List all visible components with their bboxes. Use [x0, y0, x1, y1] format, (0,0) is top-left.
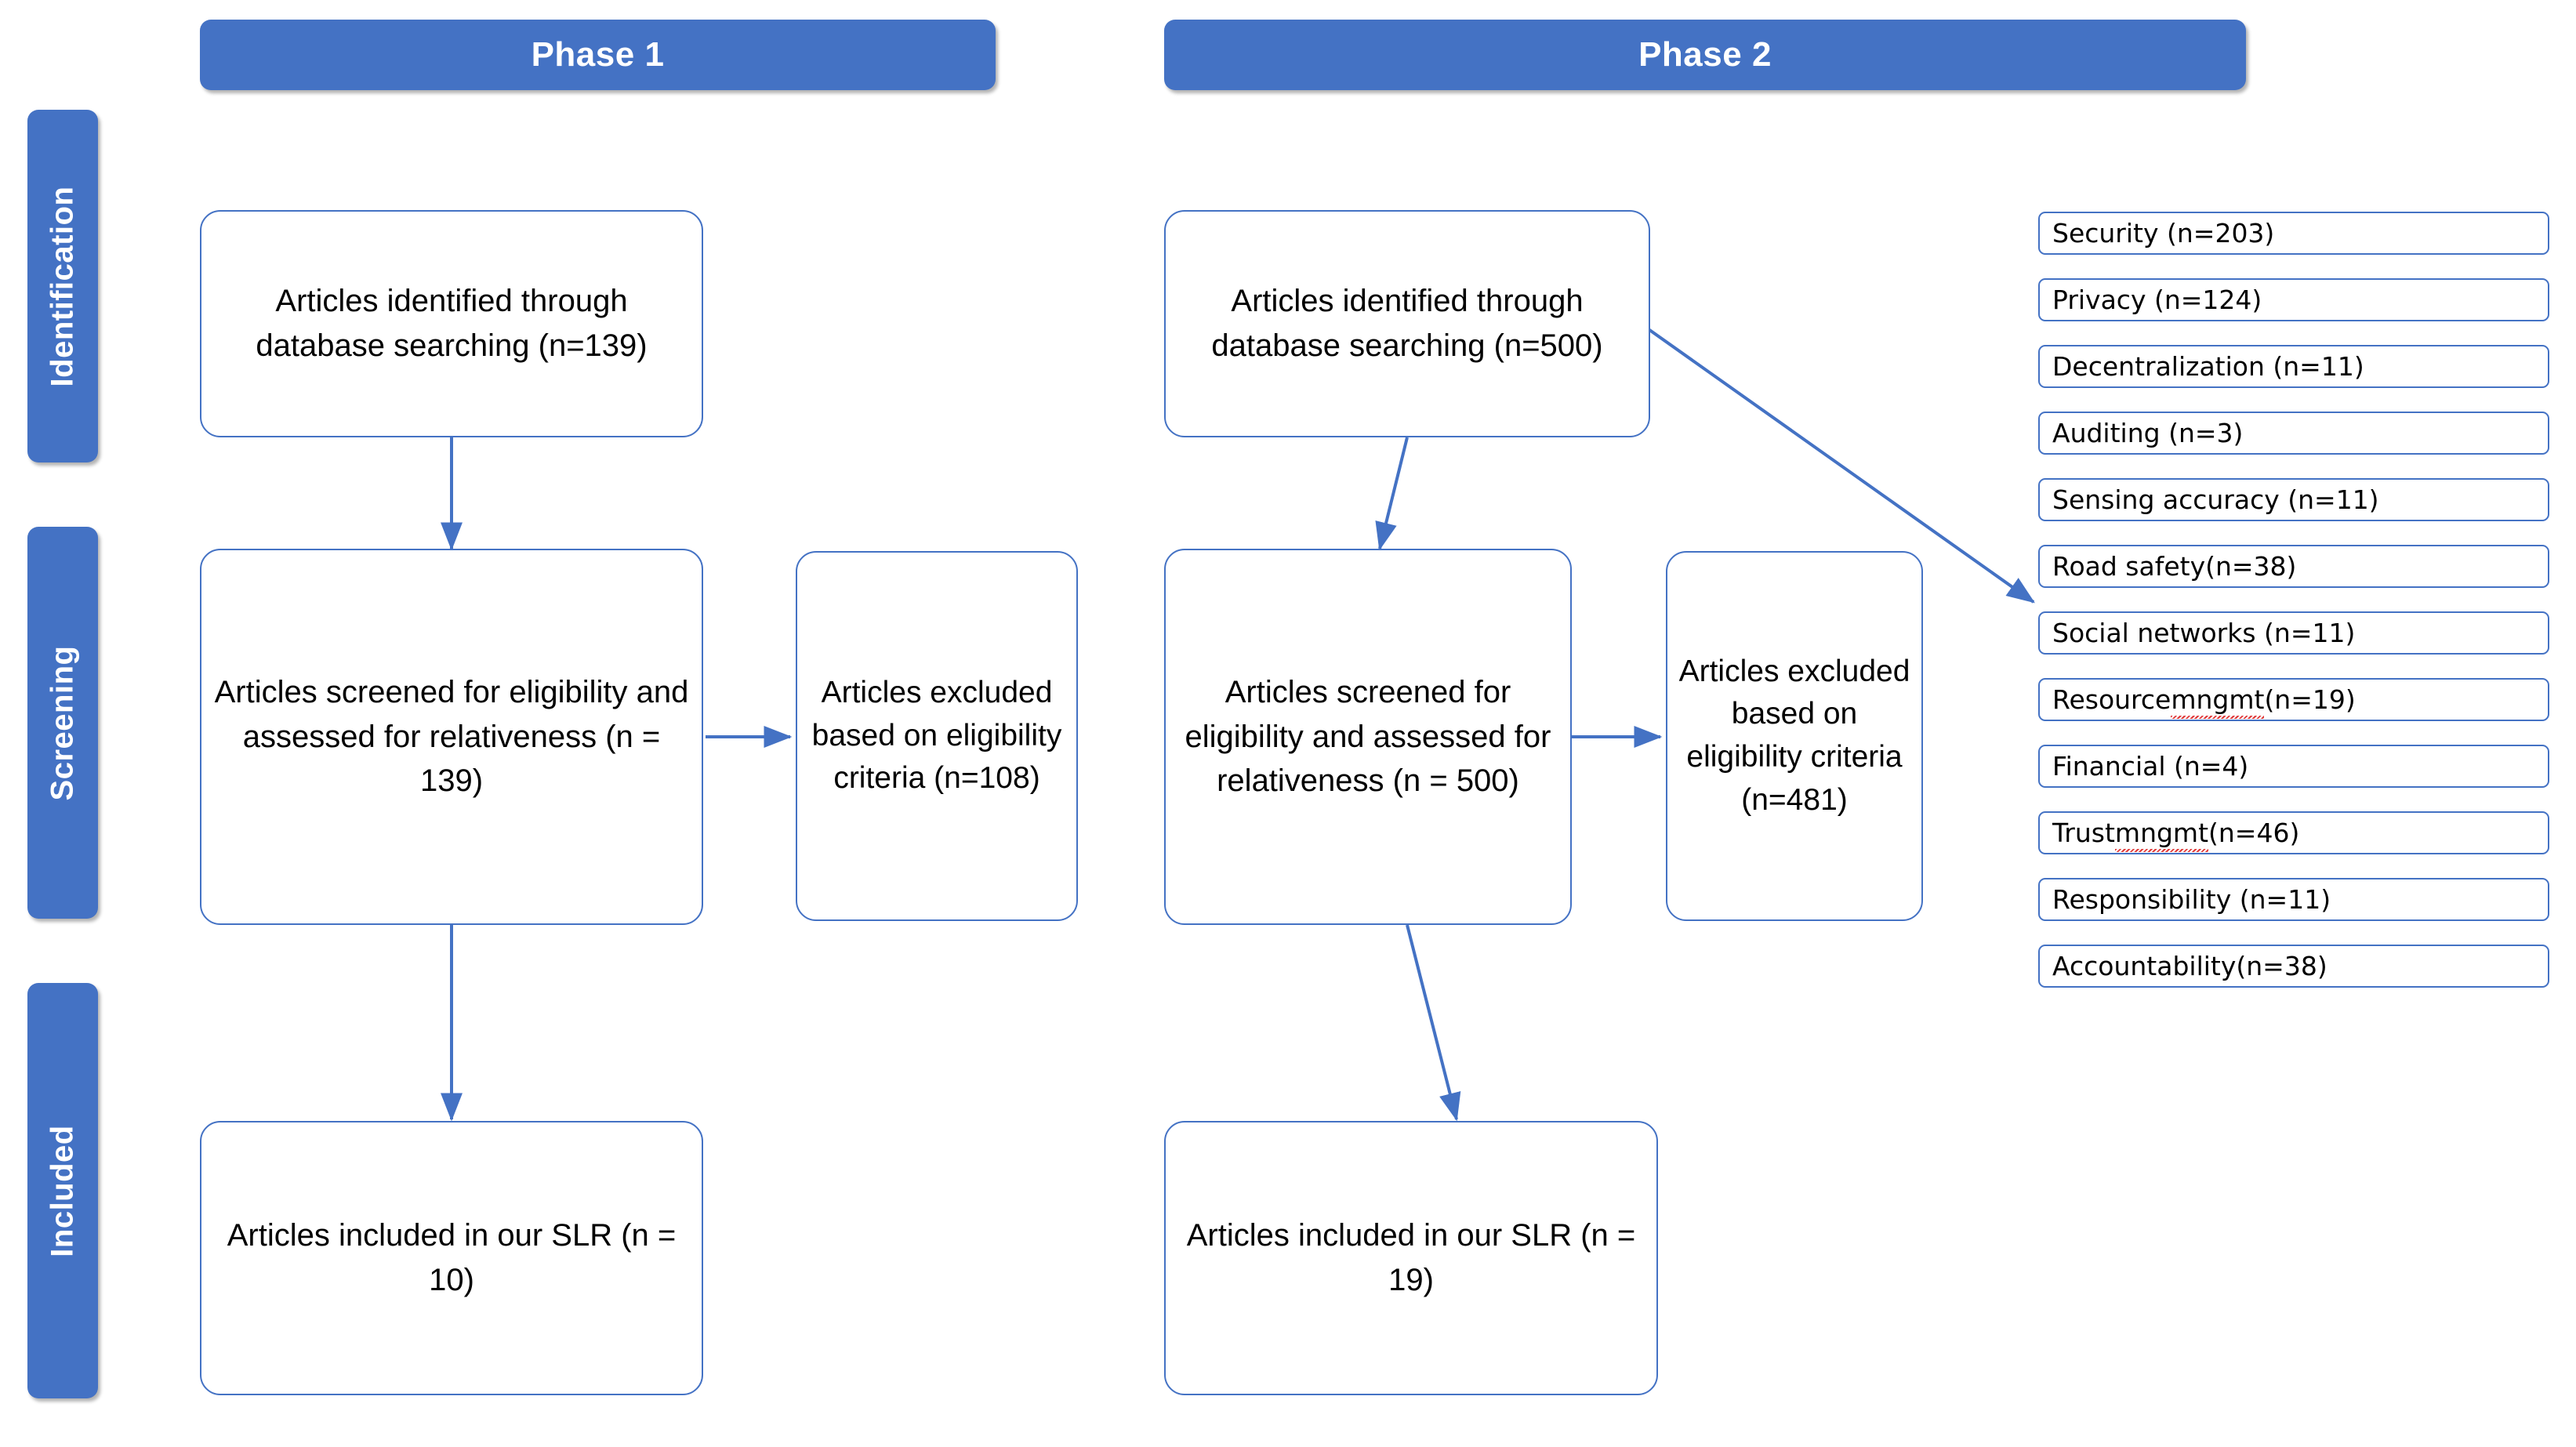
category-item-decentralization: Decentralization (n=11)	[2038, 345, 2549, 388]
category-label: Social networks (n=11)	[2052, 618, 2356, 648]
stage-label-screening: Screening	[45, 645, 80, 800]
category-label: Privacy (n=124)	[2052, 285, 2262, 315]
category-label-post: (n=19)	[2264, 684, 2356, 715]
box-phase1-included: Articles included in our SLR (n = 10)	[200, 1121, 703, 1395]
arrow-p2-identified-to-screened	[1375, 437, 1409, 551]
phase-bar-phase1: Phase 1	[200, 20, 996, 90]
category-label: Security (n=203)	[2052, 218, 2275, 248]
category-item-sensing-accuracy: Sensing accuracy (n=11)	[2038, 478, 2549, 521]
box-phase1-identified: Articles identified through database sea…	[200, 210, 703, 437]
box-phase1-included-text: Articles included in our SLR (n = 10)	[227, 1218, 677, 1297]
stage-label-identification: Identification	[45, 186, 80, 386]
stage-bar-identification: Identification	[27, 110, 98, 462]
category-list: Security (n=203) Privacy (n=124) Decentr…	[2038, 212, 2549, 988]
box-phase2-screened-text: Articles screened for eligibility and as…	[1185, 674, 1551, 799]
box-phase2-identified-text: Articles identified through database sea…	[1211, 284, 1603, 363]
arrow-p2-screened-to-included	[1406, 924, 1461, 1122]
category-item-trust-mngmt: Trust mngmt (n=46)	[2038, 811, 2549, 854]
category-label-pre: Resource	[2052, 684, 2171, 715]
box-phase1-excluded-text: Articles excluded based on eligibility c…	[811, 676, 1062, 796]
category-item-social-networks: Social networks (n=11)	[2038, 611, 2549, 655]
category-label: Sensing accuracy (n=11)	[2052, 484, 2379, 515]
box-phase2-included: Articles included in our SLR (n = 19)	[1164, 1121, 1658, 1395]
phase-bar-phase2: Phase 2	[1164, 20, 2246, 90]
category-item-responsibility: Responsibility (n=11)	[2038, 878, 2549, 921]
category-label: Decentralization (n=11)	[2052, 351, 2364, 382]
box-phase1-excluded: Articles excluded based on eligibility c…	[796, 551, 1078, 921]
category-item-accountability: Accountability(n=38)	[2038, 945, 2549, 988]
box-phase2-included-text: Articles included in our SLR (n = 19)	[1186, 1218, 1636, 1297]
spellcheck-flagged-word: mngmt	[2114, 818, 2209, 852]
category-label: Road safety(n=38)	[2052, 551, 2297, 582]
category-label: Accountability(n=38)	[2052, 951, 2327, 981]
spellcheck-flagged-word: mngmt	[2171, 684, 2265, 719]
category-label: Financial (n=4)	[2052, 751, 2249, 782]
category-item-financial: Financial (n=4)	[2038, 745, 2549, 788]
category-item-resource-mngmt: Resource mngmt (n=19)	[2038, 678, 2549, 721]
category-label: Responsibility (n=11)	[2052, 884, 2331, 915]
box-phase2-identified: Articles identified through database sea…	[1164, 210, 1650, 437]
category-label-post: (n=46)	[2208, 818, 2300, 848]
category-item-security: Security (n=203)	[2038, 212, 2549, 255]
stage-bar-included: Included	[27, 983, 98, 1398]
stage-label-included: Included	[45, 1124, 80, 1257]
category-item-road-safety: Road safety(n=38)	[2038, 545, 2549, 588]
stage-bar-screening: Screening	[27, 527, 98, 919]
category-item-privacy: Privacy (n=124)	[2038, 278, 2549, 321]
phase2-label: Phase 2	[1638, 35, 1772, 74]
category-label-pre: Trust	[2052, 818, 2115, 848]
category-label: Auditing (n=3)	[2052, 418, 2244, 448]
category-item-auditing: Auditing (n=3)	[2038, 412, 2549, 455]
box-phase2-excluded: Articles excluded based on eligibility c…	[1666, 551, 1923, 921]
box-phase2-screened: Articles screened for eligibility and as…	[1164, 549, 1572, 925]
phase1-label: Phase 1	[531, 35, 665, 74]
box-phase1-screened: Articles screened for eligibility and as…	[200, 549, 703, 925]
box-phase2-excluded-text: Articles excluded based on eligibility c…	[1678, 654, 1910, 817]
box-phase1-screened-text: Articles screened for eligibility and as…	[214, 674, 689, 799]
box-phase1-identified-text: Articles identified through database sea…	[256, 284, 648, 363]
